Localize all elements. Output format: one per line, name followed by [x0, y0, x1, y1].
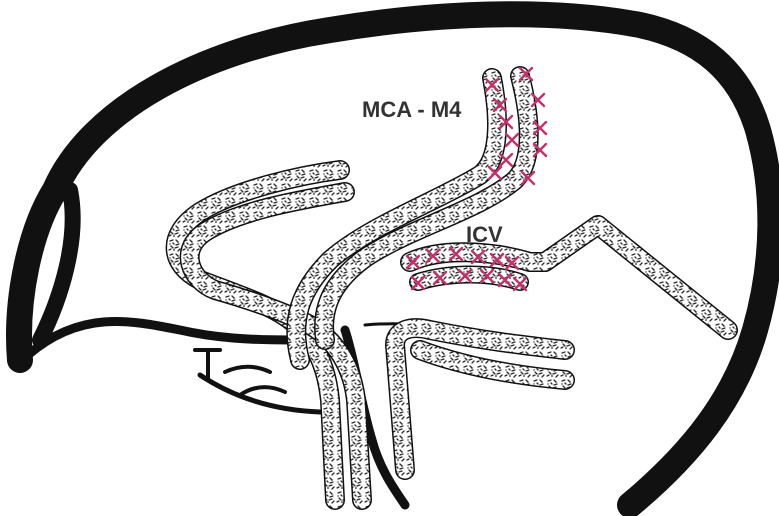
vessels: [176, 76, 728, 500]
skull-base-lower: [200, 375, 320, 412]
label-mca-m4: MCA - M4: [362, 97, 462, 122]
x-marker: [506, 134, 518, 146]
skull-base: [28, 321, 290, 355]
sella-detail: [195, 350, 285, 395]
label-icv: ICV: [466, 222, 503, 247]
